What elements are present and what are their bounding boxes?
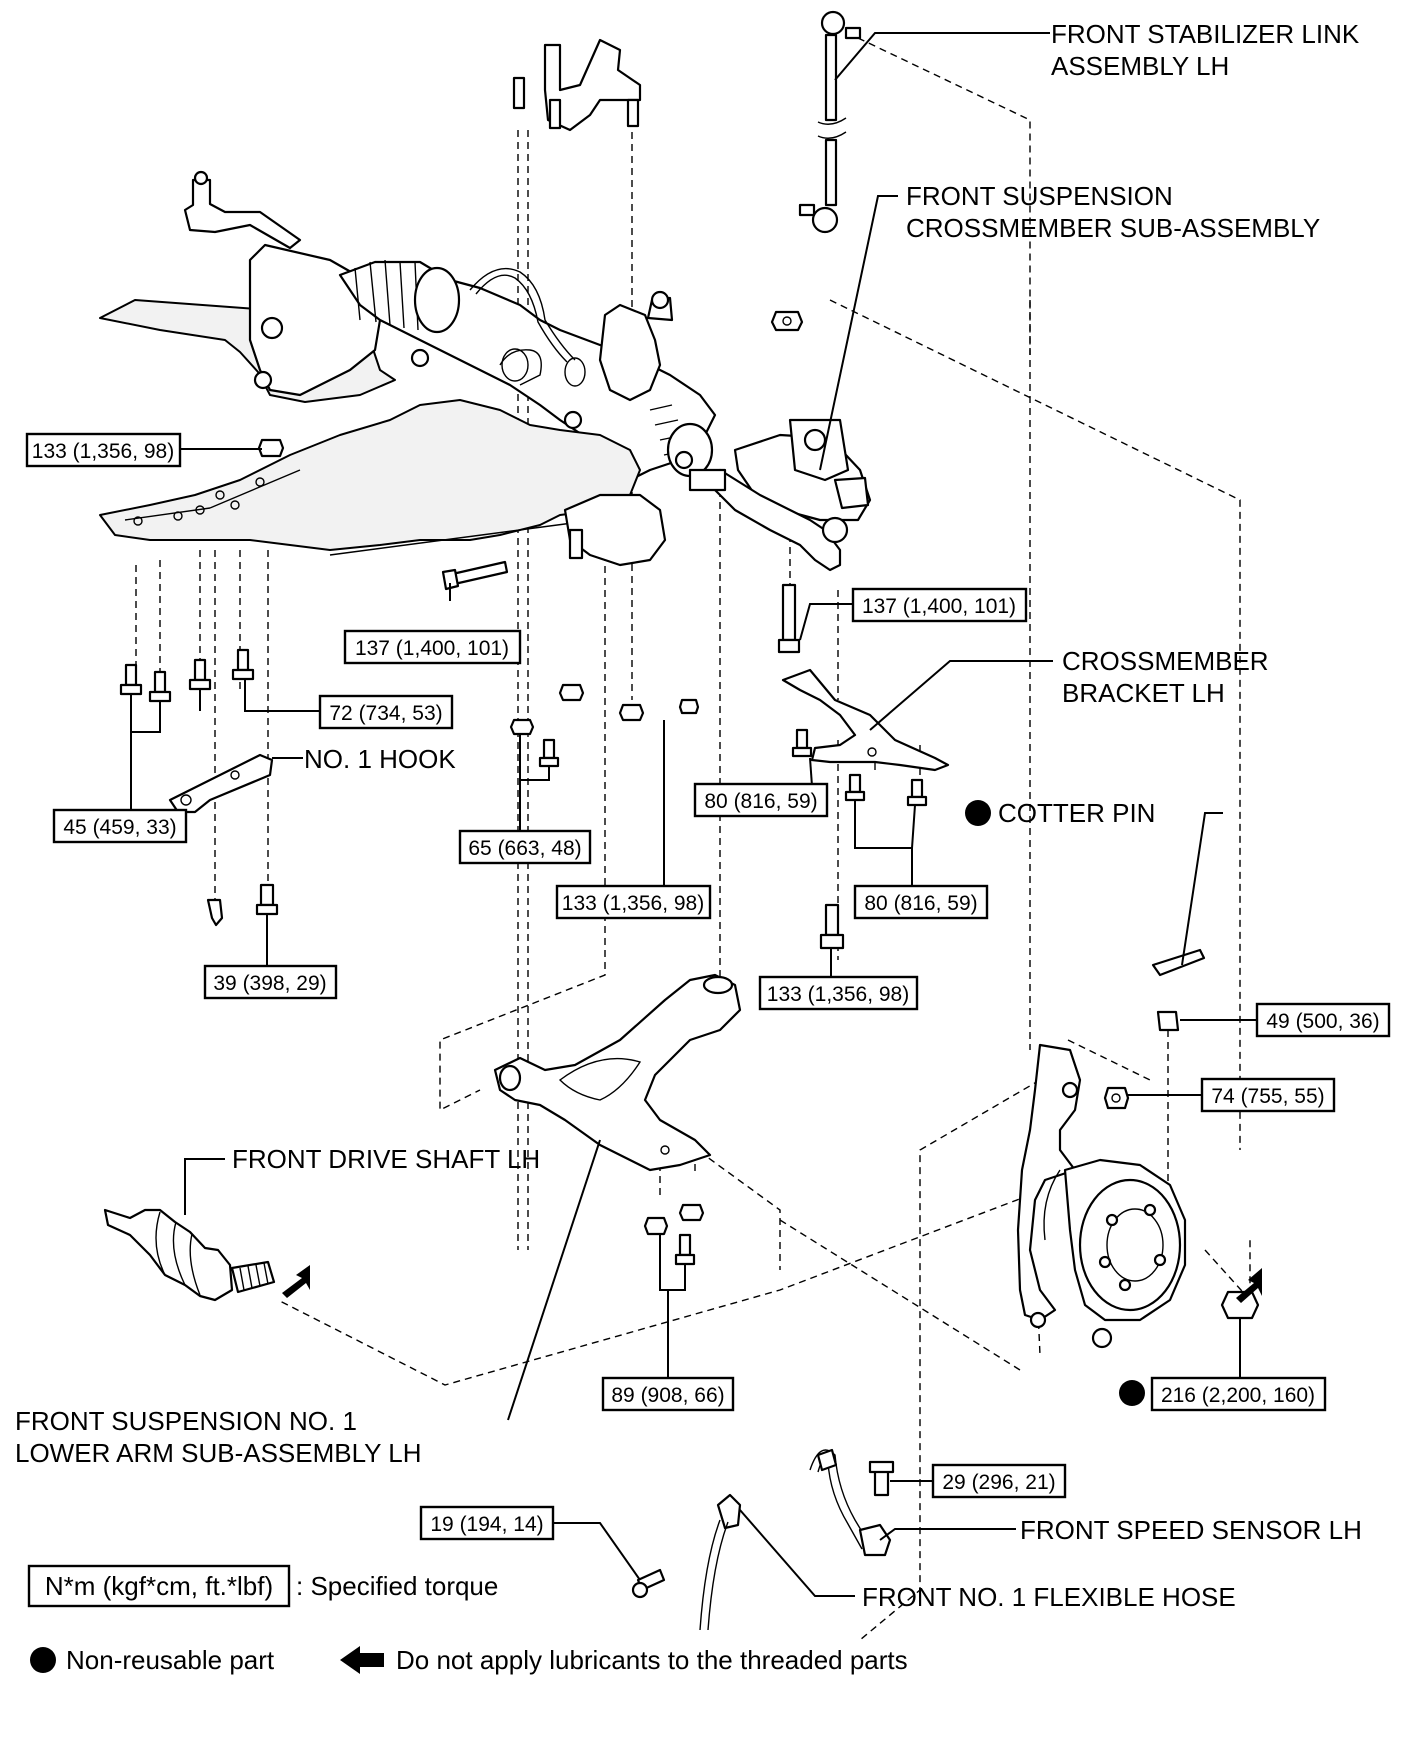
svg-text:49 (500, 36): 49 (500, 36) [1266,1010,1379,1033]
fasteners-icon [119,310,1260,1599]
svg-text:216 (2,200, 160): 216 (2,200, 160) [1161,1384,1315,1407]
torque-box-72: 72 (734, 53) [318,694,454,730]
label-stabilizer-link-line1: FRONT STABILIZER LINK [1051,19,1360,49]
torque-box-137-a: 137 (1,400, 101) [343,629,522,665]
label-lower-arm-line2: LOWER ARM SUB-ASSEMBLY LH [15,1438,421,1468]
torque-box-216: 216 (2,200, 160) [1150,1376,1327,1412]
label-no1-hook: NO. 1 HOOK [304,744,456,774]
non-reusable-icon [30,1647,56,1673]
torque-box-137-b: 137 (1,400, 101) [851,587,1028,623]
drive-shaft-icon [103,1208,310,1302]
torque-box-19: 19 (194, 14) [419,1505,555,1541]
no1-hook-icon [168,753,274,814]
label-stabilizer-link-line2: ASSEMBLY LH [1051,51,1229,81]
crossmember-icon [99,170,872,572]
svg-text:80 (816, 59): 80 (816, 59) [864,892,977,915]
label-crossmember-bracket-line2: BRACKET LH [1062,678,1225,708]
torque-box-133-b: 133 (1,356, 98) [555,884,712,920]
svg-text:133 (1,356, 98): 133 (1,356, 98) [767,983,909,1006]
torque-box-80-a: 80 (816, 59) [693,782,829,818]
label-speed-sensor: FRONT SPEED SENSOR LH [1020,1515,1362,1545]
torque-box-133-c: 133 (1,356, 98) [758,975,919,1011]
svg-text:133 (1,356, 98): 133 (1,356, 98) [562,892,704,915]
svg-text:72 (734, 53): 72 (734, 53) [329,702,442,725]
svg-text:89 (908, 66): 89 (908, 66) [611,1384,724,1407]
label-cotter-pin: COTTER PIN [998,798,1155,828]
label-crossmember-line1: FRONT SUSPENSION [906,181,1173,211]
speed-sensor-icon [809,1448,892,1557]
label-drive-shaft: FRONT DRIVE SHAFT LH [232,1144,540,1174]
legend-torque-unit-box [27,1564,291,1608]
torque-box-65: 65 (663, 48) [458,829,592,865]
svg-text:137 (1,400, 101): 137 (1,400, 101) [862,595,1016,618]
svg-text:29 (296, 21): 29 (296, 21) [942,1471,1055,1494]
label-lower-arm-line1: FRONT SUSPENSION NO. 1 [15,1406,357,1436]
torque-box-49: 49 (500, 36) [1255,1002,1391,1038]
svg-text:74 (755, 55): 74 (755, 55) [1211,1085,1324,1108]
crossmember-bracket-icon [781,668,950,772]
stabilizer-link-icon [798,10,862,234]
steering-knuckle-top-icon [512,38,642,132]
label-crossmember-bracket-line1: CROSSMEMBER [1062,646,1269,676]
torque-box-39: 39 (398, 29) [203,964,338,1000]
arrow-left-icon [340,1646,384,1674]
steering-knuckle-icon [1016,1043,1262,1349]
torque-box-74: 74 (755, 55) [1200,1077,1336,1113]
lower-arm-icon [493,973,742,1172]
svg-text:19 (194, 14): 19 (194, 14) [430,1513,543,1536]
torque-box-133-a: 133 (1,356, 98) [25,432,182,468]
torque-box-29: 29 (296, 21) [931,1463,1067,1499]
svg-text:65 (663, 48): 65 (663, 48) [468,837,581,860]
flexible-hose-icon [699,1493,742,1631]
legend: N*m (kgf*cm, ft.*lbf) : Specified torque… [27,1564,908,1675]
legend-torque-unit: N*m (kgf*cm, ft.*lbf) [45,1571,273,1601]
leader-lines [130,32,1257,1597]
svg-text:137 (1,400, 101): 137 (1,400, 101) [355,637,509,660]
svg-text:45 (459, 33): 45 (459, 33) [63,816,176,839]
torque-box-89: 89 (908, 66) [601,1376,735,1412]
legend-non-reusable: Non-reusable part [66,1645,275,1675]
svg-text:80 (816, 59): 80 (816, 59) [704,790,817,813]
torque-box-80-b: 80 (816, 59) [853,884,989,920]
label-flexible-hose: FRONT NO. 1 FLEXIBLE HOSE [862,1582,1236,1612]
svg-text:133 (1,356, 98): 133 (1,356, 98) [32,440,174,463]
torque-box-45: 45 (459, 33) [52,808,188,844]
svg-text:39 (398, 29): 39 (398, 29) [213,972,326,995]
legend-no-lubricant: Do not apply lubricants to the threaded … [396,1645,908,1675]
label-crossmember-line2: CROSSMEMBER SUB-ASSEMBLY [906,213,1320,243]
legend-torque-desc: : Specified torque [296,1571,498,1601]
non-reusable-marker-cotter-pin [965,800,991,826]
non-reusable-marker-hub-nut [1119,1380,1145,1406]
